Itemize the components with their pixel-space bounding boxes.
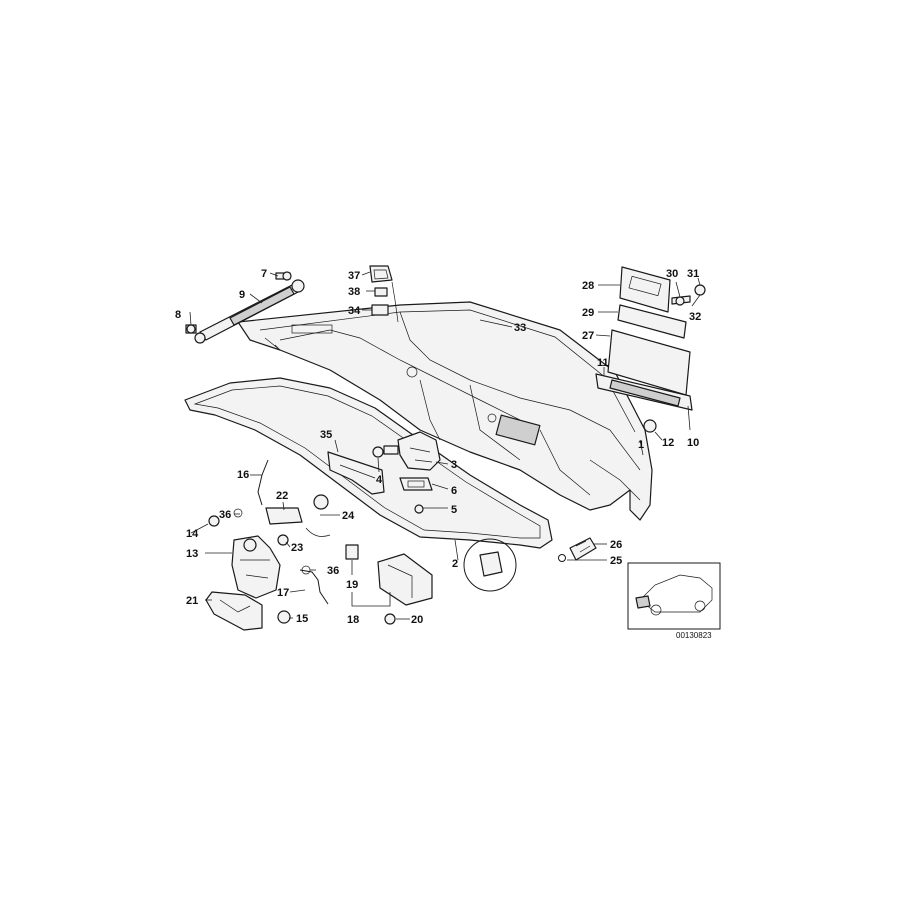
callout-37: 37 bbox=[348, 270, 360, 282]
callout-32: 32 bbox=[689, 311, 701, 323]
callout-14: 14 bbox=[186, 528, 199, 540]
callout-2: 2 bbox=[452, 558, 458, 570]
callout-10: 10 bbox=[687, 437, 699, 449]
detail-view bbox=[463, 538, 517, 592]
callout-31: 31 bbox=[687, 268, 699, 280]
callout-8: 8 bbox=[175, 309, 181, 321]
fastener-group-top bbox=[369, 265, 399, 323]
callout-34: 34 bbox=[348, 305, 361, 317]
leader-lines bbox=[189, 271, 701, 620]
callout-7: 7 bbox=[261, 268, 267, 280]
callout-12: 12 bbox=[662, 437, 674, 449]
callout-22: 22 bbox=[276, 490, 288, 502]
callout-18: 18 bbox=[347, 614, 359, 626]
license-plate-group bbox=[595, 266, 706, 433]
callout-30: 30 bbox=[666, 268, 678, 280]
hinge-group bbox=[327, 431, 441, 514]
lock-assembly bbox=[205, 459, 331, 631]
callout-25: 25 bbox=[610, 555, 622, 567]
callout-21: 21 bbox=[186, 595, 198, 607]
callout-1: 1 bbox=[638, 439, 644, 451]
callout-24: 24 bbox=[342, 510, 355, 522]
callout-4: 4 bbox=[376, 474, 383, 486]
callout-17: 17 bbox=[277, 587, 289, 599]
callout-16: 16 bbox=[237, 469, 249, 481]
callout-11: 11 bbox=[597, 357, 609, 369]
trunk-lid bbox=[237, 301, 653, 521]
car-thumbnail bbox=[627, 562, 721, 630]
callout-23: 23 bbox=[291, 542, 303, 554]
gas-spring bbox=[185, 271, 305, 344]
callout-28: 28 bbox=[582, 280, 594, 292]
callout-20: 20 bbox=[411, 614, 423, 626]
callout-26: 26 bbox=[610, 539, 622, 551]
callout-5: 5 bbox=[451, 504, 457, 516]
callout-35: 35 bbox=[320, 429, 332, 441]
callout-19: 19 bbox=[346, 579, 358, 591]
callout-38: 38 bbox=[348, 286, 360, 298]
callout-6: 6 bbox=[451, 485, 457, 497]
callout-36-lower: 36 bbox=[327, 565, 339, 577]
callout-13: 13 bbox=[186, 548, 198, 560]
callout-labels: 1 2 3 4 5 6 7 8 9 10 11 12 13 14 15 16 1… bbox=[175, 268, 712, 640]
trunk-seal bbox=[184, 377, 553, 549]
callout-27: 27 bbox=[582, 330, 594, 342]
rubber-buffer bbox=[558, 537, 597, 562]
callout-36-upper: 36 bbox=[219, 509, 231, 521]
drawing-code: 00130823 bbox=[676, 631, 712, 640]
callout-15: 15 bbox=[296, 613, 308, 625]
callout-29: 29 bbox=[582, 307, 594, 319]
callout-9: 9 bbox=[239, 289, 245, 301]
actuator-group bbox=[345, 544, 433, 625]
callout-3: 3 bbox=[451, 459, 457, 471]
callout-33: 33 bbox=[514, 322, 526, 334]
